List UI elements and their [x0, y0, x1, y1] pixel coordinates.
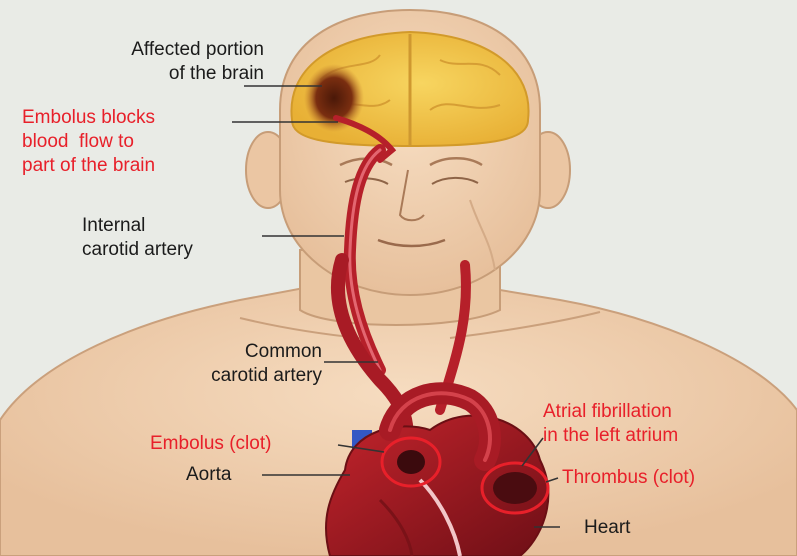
label-affected-portion: Affected portion of the brain [54, 38, 264, 86]
label-embolus-clot: Embolus (clot) [150, 432, 271, 456]
label-heart: Heart [584, 516, 630, 540]
label-internal-carotid: Internal carotid artery [82, 214, 193, 262]
embolus-clot [397, 450, 425, 474]
label-atrial-fibrillation: Atrial fibrillation in the left atrium [543, 400, 678, 448]
label-thrombus: Thrombus (clot) [562, 466, 695, 490]
label-embolus-blocks: Embolus blocks blood flow to part of the… [22, 106, 155, 178]
left-atrium [493, 472, 537, 504]
label-aorta: Aorta [186, 463, 231, 487]
label-common-carotid: Common carotid artery [128, 340, 322, 388]
